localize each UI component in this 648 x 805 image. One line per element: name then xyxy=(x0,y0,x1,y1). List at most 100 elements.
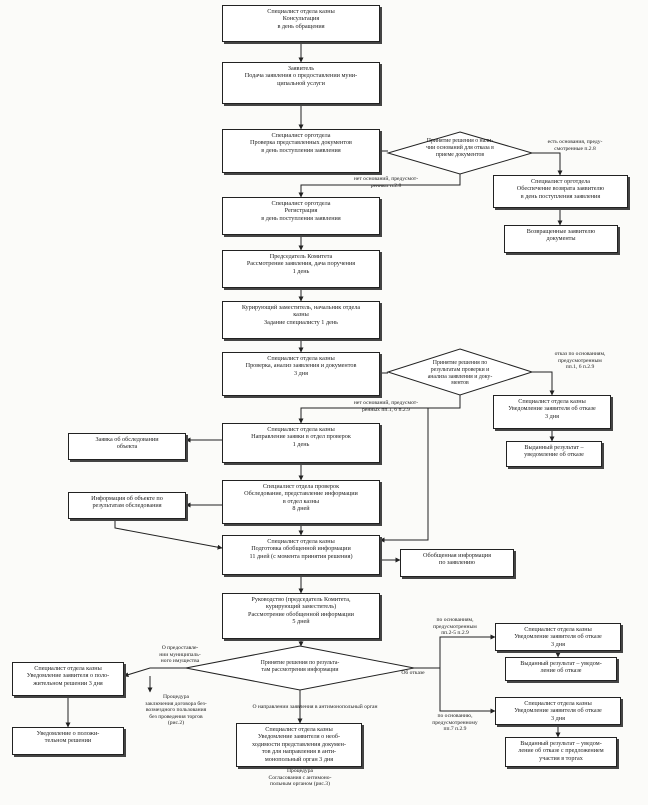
box-issued-refusal-2: Выданный результат – уведом-ление об отк… xyxy=(505,657,617,681)
text-line: Принятие решения по xyxy=(432,360,488,366)
label-provision: О предоставле-нии муниципаль-ного имущес… xyxy=(140,645,220,665)
text-line: в день поступления заявления xyxy=(261,214,341,222)
text-line: Специалист отдела проверок xyxy=(262,483,340,490)
text-line: Руководство (председатель Комитета, xyxy=(251,596,351,603)
text-line: ление об отказе xyxy=(540,667,582,675)
text-line: 3 дня xyxy=(294,369,308,377)
text-line: в день обращения xyxy=(277,22,325,30)
diamond-check-results xyxy=(386,348,534,396)
text-line: Процедура xyxy=(287,768,313,774)
text-line: Выданный результат – уведом- xyxy=(520,660,602,667)
text-line: (рис.2) xyxy=(167,720,185,727)
text-line: Подача заявления о предоставлении муни- xyxy=(244,72,358,80)
text-line: О направлении заявления в антимонопольны… xyxy=(252,704,378,710)
text-line: объекта xyxy=(116,443,138,451)
text-line: в день поступления заявления xyxy=(261,146,341,154)
text-line: Председатель Комитета xyxy=(269,253,333,260)
label-about-refusal: Об отказе xyxy=(388,670,438,677)
text-line: там рассмотрения информации xyxy=(261,666,339,673)
text-line: Уведомление о положи- xyxy=(36,730,100,737)
diamond-review-results xyxy=(185,645,415,691)
text-line: смотренные п.2.8 xyxy=(554,145,596,152)
text-line: Уведомление заявителя об отказе xyxy=(514,633,602,641)
arrow-decision3-to-positive xyxy=(123,667,186,678)
text-line: 3 дня xyxy=(551,640,565,648)
text-line: по основанию, xyxy=(437,713,473,719)
arrow-branch-to-refusal2 xyxy=(439,634,496,668)
text-line: 1 день xyxy=(292,440,310,448)
decision-document-refusal: Принятие решения о нали-чии оснований дл… xyxy=(398,138,522,158)
text-line: Проверка представленных документов xyxy=(250,139,352,147)
text-line: результатам обследования xyxy=(92,502,162,510)
text-line: отказ по основаниям, xyxy=(554,351,606,357)
text-line: Рассмотрение обобщенной информации xyxy=(248,610,354,618)
arrow-info-to-summary xyxy=(114,519,223,550)
text-line: Заявка об обследовании xyxy=(95,436,159,443)
label-antimonopoly-direction: О направлении заявления в антимонопольны… xyxy=(220,704,410,711)
text-line: 11 дней (с момента принятия решения) xyxy=(249,552,353,560)
text-line: Специалист орготдела xyxy=(531,178,590,185)
text-line: Обобщенная информация xyxy=(423,552,491,559)
text-line: Заявитель xyxy=(287,65,315,72)
text-line: результатам проверки и xyxy=(430,366,490,373)
text-line: 8 дней xyxy=(292,505,310,513)
label-no-grounds-2: нет оснований, предусмот-ренных пп.1, 6 … xyxy=(336,400,436,413)
arrow-branch-to-refusal3 xyxy=(439,668,496,714)
text-line: Консультация xyxy=(282,15,320,23)
text-line: ного имущества xyxy=(160,658,200,665)
text-line: Возвращенные заявителю xyxy=(526,228,596,235)
text-line: ментов xyxy=(451,380,469,387)
text-line: Уведомление заявителя об отказе xyxy=(508,405,596,413)
arrow-decision2-to-refusal1 xyxy=(532,371,555,396)
text-line: Специалист отдела казны xyxy=(267,8,335,15)
label-no-grounds-1: нет оснований, предусмот-ренных п.2.8 xyxy=(336,176,436,189)
arrow-decision1-to-return xyxy=(532,152,563,176)
text-line: пп.1, 6 п.2.9 xyxy=(565,364,595,371)
text-line: нет оснований, предусмот- xyxy=(353,176,419,182)
text-line: приеме документов xyxy=(435,151,485,158)
box-management-review: Руководство (председатель Комитета,курир… xyxy=(222,593,380,639)
text-line: Обеспечение возврата заявителю xyxy=(516,185,605,193)
text-line: Специалист отдела казны xyxy=(267,426,335,433)
text-line: Курирующий заместитель, начальник отдела xyxy=(241,304,361,311)
text-line: участия в торгах xyxy=(539,754,583,762)
text-line: монопольный орган 3 дня xyxy=(264,755,334,763)
text-line: Информация об объекте по xyxy=(91,495,163,502)
text-line: Регистрация xyxy=(284,207,318,215)
text-line: Специалист отдела казны xyxy=(267,355,335,362)
text-line: по основаниям, xyxy=(436,617,474,623)
text-line: тов для направления в анти- xyxy=(261,748,337,756)
text-line: 3 дня xyxy=(545,412,559,420)
text-line: 5 дней xyxy=(292,618,310,626)
text-line: 1 день xyxy=(292,267,310,275)
text-line: заключения договора без- xyxy=(145,700,207,707)
text-line: Специалист отдела казны xyxy=(524,700,592,707)
text-line: Рассмотрение заявления, дача поручения xyxy=(246,260,356,268)
diamond-document-refusal xyxy=(386,131,534,175)
text-line: уведомление об отказе xyxy=(524,451,584,459)
label-grounds-exist: есть основания, преду-смотренные п.2.8 xyxy=(531,139,619,152)
text-line: возмездного пользования xyxy=(145,707,207,714)
box-deputy-assignment: Курирующий заместитель, начальник отдела… xyxy=(222,301,380,339)
text-line: предусмотренному xyxy=(432,719,478,726)
text-line: Выданный результат – xyxy=(524,444,584,451)
